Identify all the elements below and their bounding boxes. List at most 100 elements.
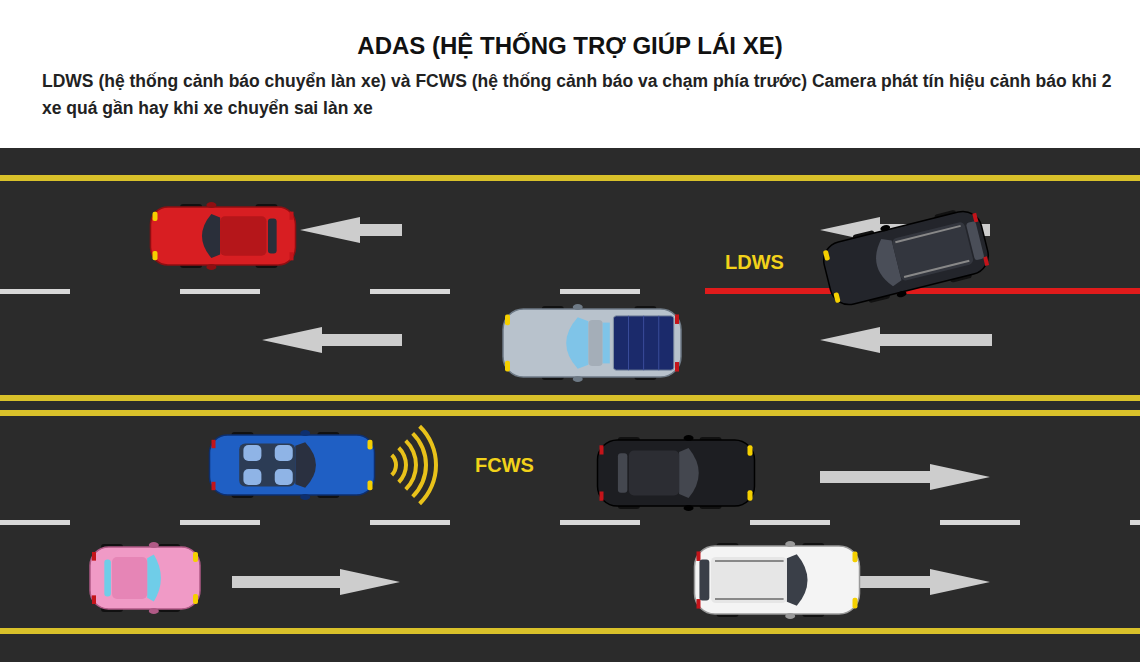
car [695,541,860,619]
warning-waves [390,425,438,505]
car-windshield [566,317,588,369]
lane-dash [0,520,70,525]
car-body [598,440,755,506]
direction-arrow [820,327,992,353]
car-roof [629,451,679,496]
car-rear-window [603,323,610,364]
car-headlight [193,594,198,604]
roof-rail [715,560,784,562]
title: ADAS (HỆ THỐNG TRỢ GIÚP LÁI XE) [0,32,1140,60]
car-taillight [983,256,989,266]
pickup-bed-rib [643,316,644,370]
lane-dash [370,289,450,294]
direction-arrow [858,569,990,595]
direction-arrow [232,569,400,595]
car-rear-window [104,559,111,596]
car-headlight [368,440,373,450]
car-taillight [600,445,604,454]
warning-wave [404,439,418,491]
car-taillight [92,552,96,561]
direction-arrow [262,327,402,353]
car-mirror [785,541,795,547]
car-headlight [853,598,858,609]
car-body [695,546,860,614]
car-windshield [147,554,161,601]
lane-dash [180,520,260,525]
car [598,435,755,511]
car-roof [891,221,974,281]
car-taillight [675,362,679,372]
car-windshield [679,448,699,498]
car-roof [220,216,266,255]
lane-dash [560,520,640,525]
car-headlight [823,250,830,261]
car-mirror [880,224,891,232]
car-interior [239,443,295,486]
lane-dash [1130,520,1140,525]
car-taillight [697,551,701,561]
car-seat [275,469,293,485]
yellow-center-line [0,395,1140,401]
car-mirror [206,202,216,208]
car-windshield [202,214,220,258]
car-body [820,207,993,308]
pickup-bed-rib [628,316,629,370]
car-headlight [153,212,158,221]
lane-dash [560,289,640,294]
car-taillight [697,599,701,609]
car-headlight [748,445,753,456]
lane-dash [940,520,1020,525]
lane-dash [370,520,450,525]
car-rear-window [618,453,627,493]
car-body [503,309,681,377]
car-headlight [368,481,373,491]
car-seat [243,469,261,485]
car-body [90,547,200,609]
car [210,430,375,500]
car-taillight [972,213,978,223]
car-windshield [787,554,808,606]
car [151,202,296,270]
warning-wave [411,432,428,498]
car-rear-window [699,560,709,601]
car-headlight [853,551,858,562]
car-mirror [896,290,907,298]
lane-dashes [0,289,1140,525]
yellow-edge-line [0,175,1140,181]
car-body [151,207,296,265]
cars [90,202,994,619]
car-rear-window [268,219,277,254]
car-taillight [212,482,216,490]
warning-wave [390,454,398,477]
road-surface [0,148,1140,662]
system-label: LDWS [723,250,786,274]
lane-dash [0,289,70,294]
car-roof [711,557,787,603]
roof-rail [895,226,960,242]
pickup-bed [613,316,674,370]
car [818,203,993,314]
car-roof [588,320,602,366]
car-headlight [153,251,158,260]
car-taillight [212,440,216,448]
roof-rail [904,261,969,277]
car-mirror [573,304,583,310]
car-headlight [748,490,753,501]
direction-arrow [300,217,402,243]
car-headlight [505,314,510,325]
car-mirror [300,430,310,436]
lane-dash [750,520,830,525]
yellow-edge-line [0,628,1140,634]
car-rear-window [966,221,985,261]
car-mirror [149,608,159,614]
car [90,542,200,614]
car-taillight [600,491,604,500]
car-mirror [785,613,795,619]
car-seat [275,445,293,461]
car-mirror [684,435,694,441]
car-mirror [149,542,159,548]
car-headlight [193,552,198,562]
roof-rail [715,598,784,600]
car-mirror [300,494,310,500]
